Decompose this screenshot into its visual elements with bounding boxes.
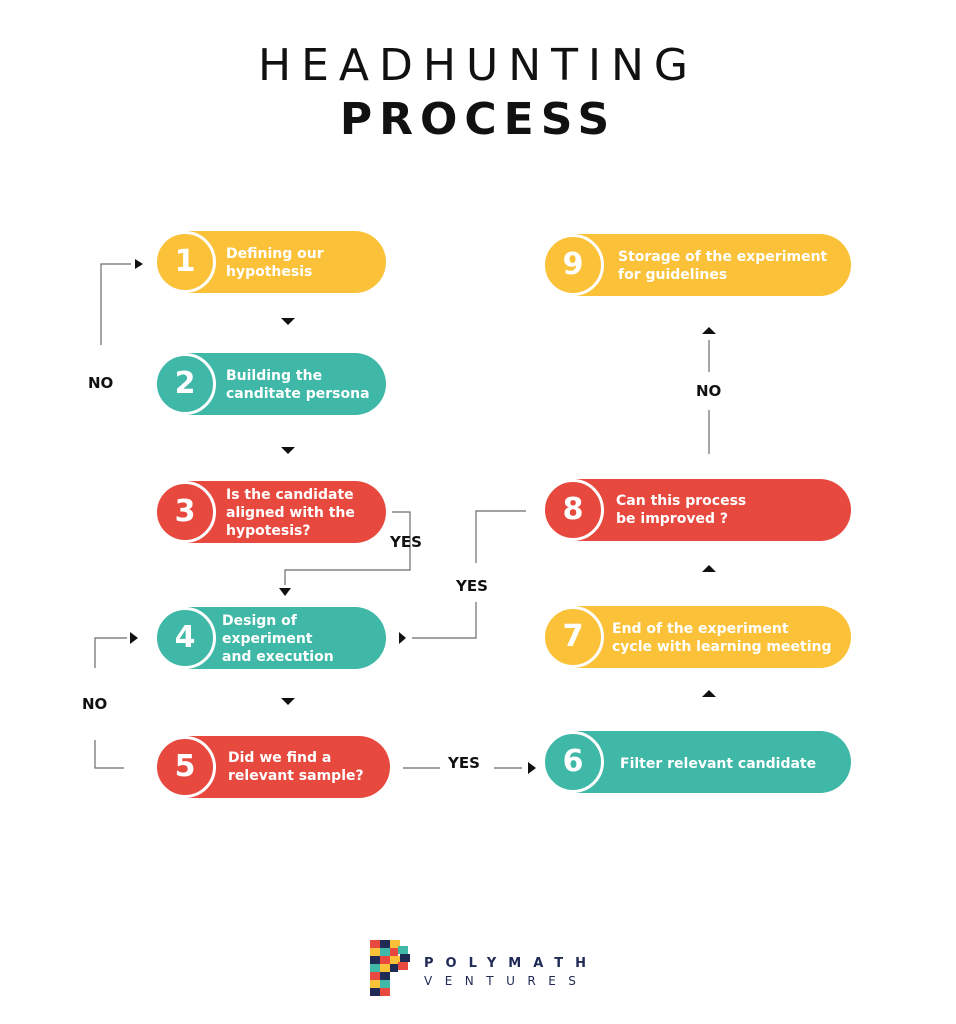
step-3-label: Is the candidate aligned with the hypote… [226, 487, 355, 539]
polymath-p-logo-icon [370, 940, 410, 996]
step-4-number: 4 [154, 607, 216, 669]
step-6-number: 6 [542, 731, 604, 793]
label-yes-8-to-4: YES [456, 577, 488, 595]
step-5-label: Did we find a relevant sample? [228, 750, 364, 784]
arrow-into-6 [528, 762, 536, 774]
step-4-label: Design of experiment and execution [222, 613, 334, 665]
connector-yes-3-to-4 [284, 511, 411, 585]
arrow-no-into-4 [130, 632, 138, 644]
arrow-4-to-5 [281, 698, 295, 705]
arrow-8-to-9 [702, 327, 716, 334]
step-2-number: 2 [154, 353, 216, 415]
step-1-number: 1 [154, 231, 216, 293]
label-yes-3-to-4: YES [390, 533, 422, 551]
title-line-2: PROCESS [339, 94, 617, 145]
step-6-label: Filter relevant candidate [620, 756, 817, 772]
step-8-label: Can this process be improved ? [616, 493, 747, 527]
arrow-yes-into-4 [279, 588, 291, 596]
connector-yes-8-bottom [412, 602, 477, 639]
arrow-7-to-8 [702, 565, 716, 572]
title-line-1: HEADHUNTING [258, 40, 698, 91]
arrow-into-1 [135, 259, 143, 269]
connector-no-5-lower [94, 740, 124, 769]
arrow-8-into-4 [399, 632, 406, 644]
step-9-number: 9 [542, 234, 604, 296]
arrow-2-to-3 [281, 447, 295, 454]
step-3-number: 3 [154, 481, 216, 543]
label-yes-5-to-6: YES [448, 754, 480, 772]
step-2-label: Building the canditate persona [226, 368, 370, 402]
label-no-8-to-9: NO [696, 382, 722, 400]
label-no-2-to-1: NO [88, 374, 114, 392]
connector-yes-8-top [475, 510, 526, 563]
connector-no-2-to-1 [100, 263, 131, 345]
label-no-5-to-4: NO [82, 695, 108, 713]
step-7-number: 7 [542, 606, 604, 668]
arrow-1-to-2 [281, 318, 295, 325]
step-8-number: 8 [542, 479, 604, 541]
step-5-number: 5 [154, 736, 216, 798]
arrow-6-to-7 [702, 690, 716, 697]
brand-name-line-2: VENTURES [424, 974, 589, 988]
step-9-label: Storage of the experiment for guidelines [618, 249, 828, 283]
connector-no-5-upper [94, 637, 127, 668]
step-1-label: Defining our hypothesis [226, 246, 324, 280]
brand-name-line-1: POLYMATH [424, 956, 598, 971]
step-7-label: End of the experiment cycle with learnin… [612, 621, 832, 655]
